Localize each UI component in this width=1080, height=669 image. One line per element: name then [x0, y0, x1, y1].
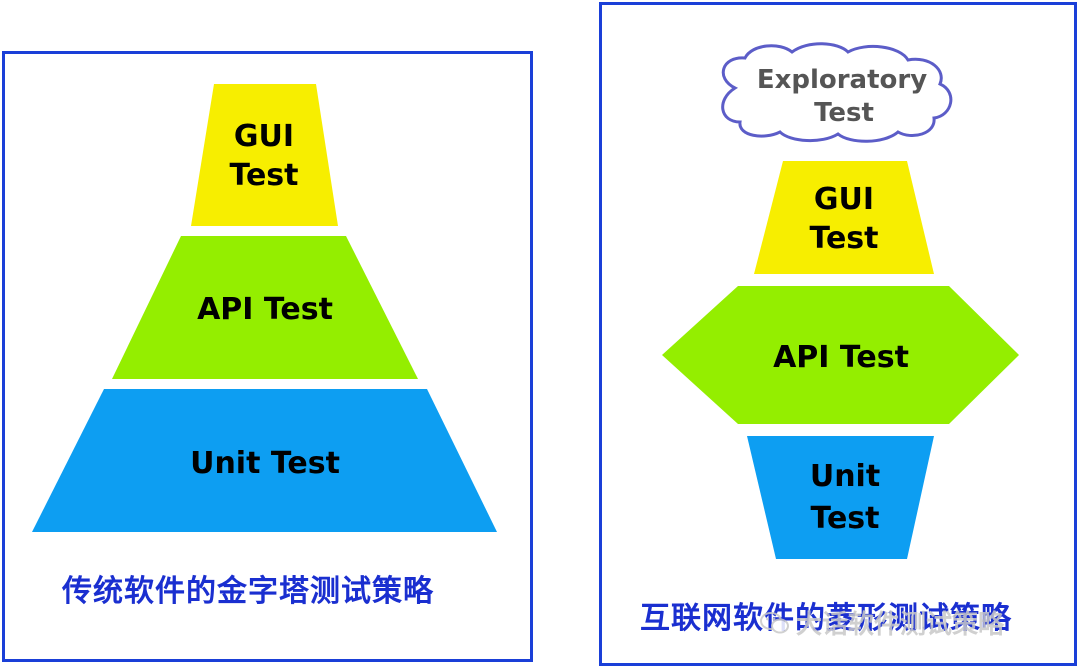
- pyramid-unit-level: [32, 389, 497, 532]
- exploratory-label-line2: Test: [814, 98, 874, 128]
- diamond-strategy: Exploratory Test GUI Test API Test Unit …: [662, 42, 1019, 559]
- exploratory-cloud: [721, 42, 953, 143]
- diamond-api-level: [662, 286, 1019, 424]
- diamond-gui-label-line2: Test: [809, 221, 878, 256]
- pyramid: GUI Test API Test Unit Test: [32, 84, 497, 532]
- pyramid-api-label: API Test: [197, 292, 333, 327]
- wechat-icon: [760, 611, 789, 633]
- exploratory-label-line1: Exploratory: [757, 65, 927, 95]
- watermark-text: 大话软件测试策略: [796, 610, 1005, 640]
- diamond-gui-label-line1: GUI: [814, 182, 874, 217]
- diamond-api-label: API Test: [773, 340, 909, 375]
- watermark: 大话软件测试策略: [760, 604, 1004, 641]
- diamond-unit-level: [747, 436, 934, 559]
- pyramid-api-level: [112, 236, 418, 379]
- pyramid-gui-level: [191, 84, 338, 226]
- left-caption: 传统软件的金字塔测试策略: [62, 574, 434, 609]
- pyramid-gui-label-line1: GUI: [234, 119, 294, 154]
- pyramid-gui-label-line2: Test: [229, 158, 298, 193]
- pyramid-unit-label: Unit Test: [190, 446, 340, 481]
- diamond-gui-level: [754, 161, 934, 274]
- diamond-unit-label-line2: Test: [810, 501, 879, 536]
- right-caption: 互联网软件的菱形测试策略: [640, 601, 1012, 636]
- diamond-unit-label-line1: Unit: [810, 459, 880, 494]
